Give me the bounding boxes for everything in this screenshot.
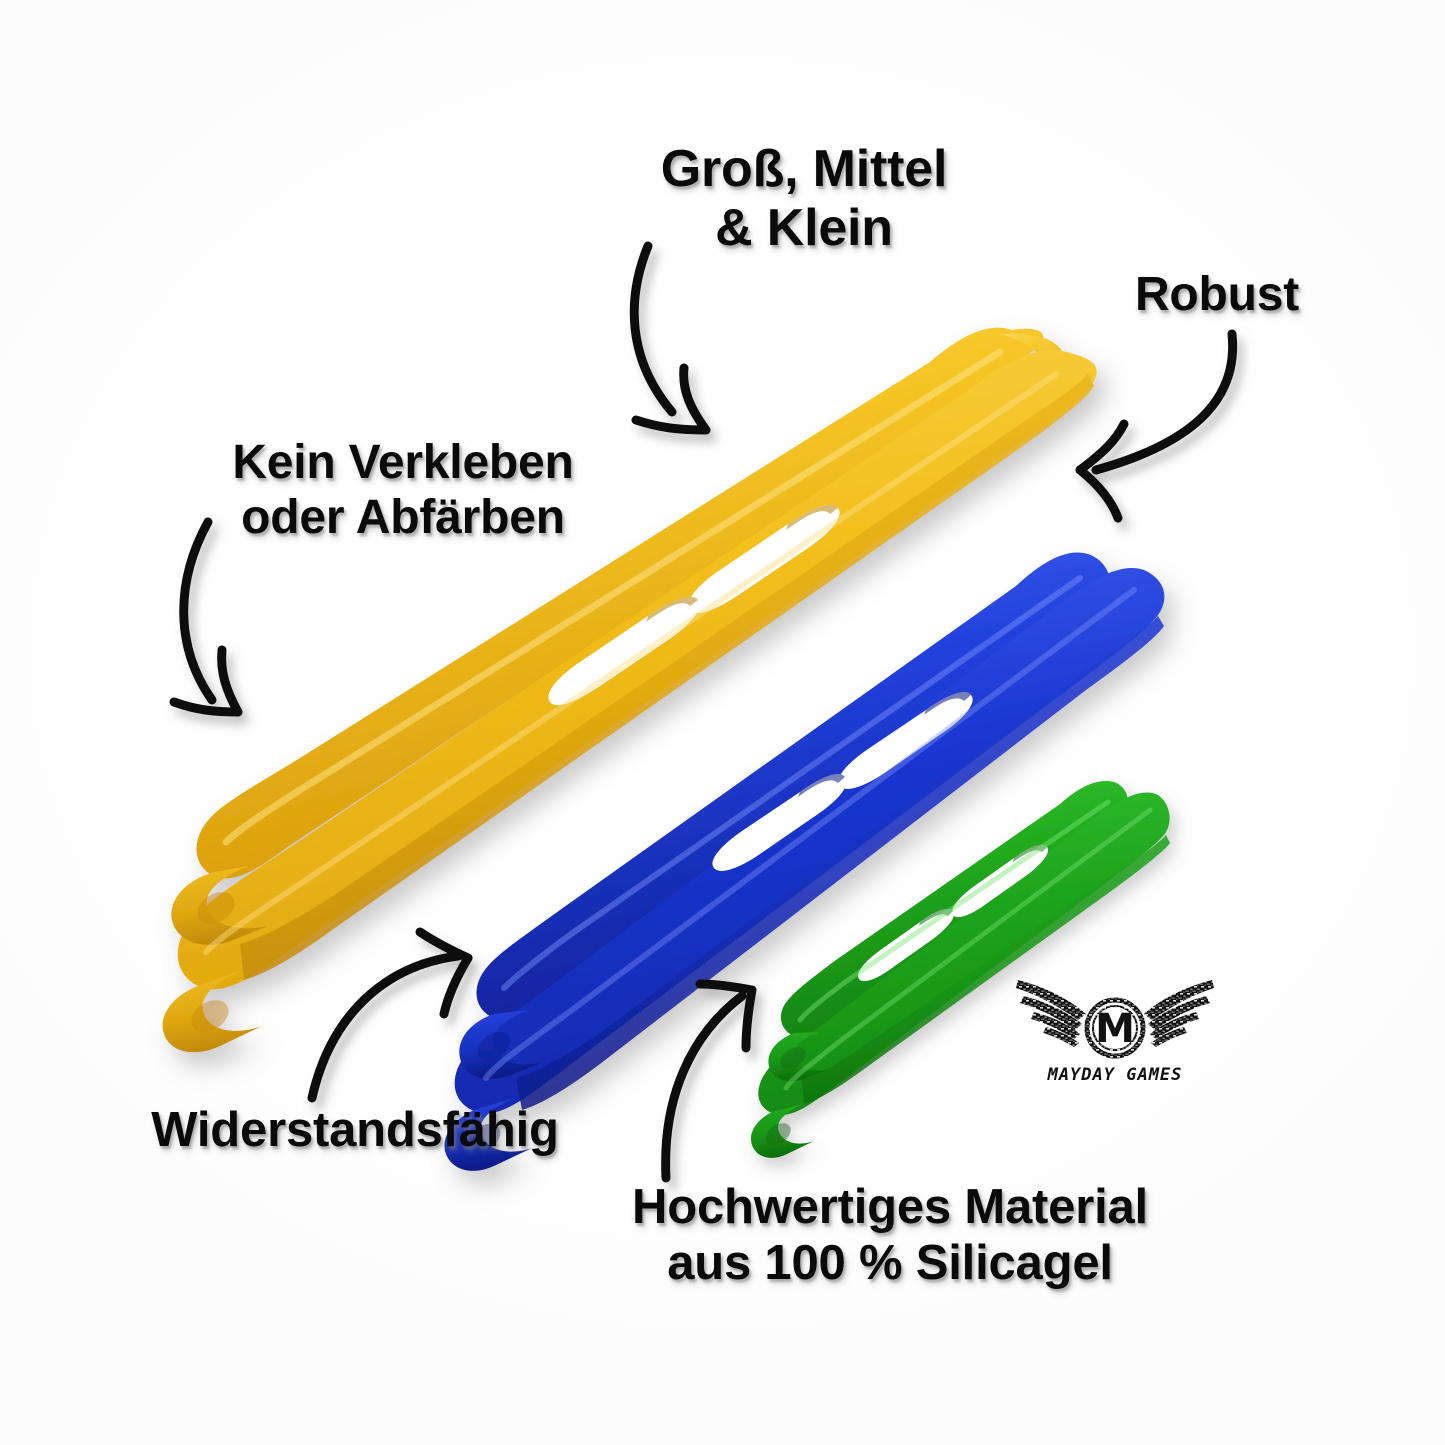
label-material: Hochwertiges Material aus 100 % Silicage… [632, 1180, 1148, 1290]
logo-monogram-letter: M [1095, 1006, 1135, 1052]
arrow-to-robust [1075, 329, 1238, 523]
label-non-stick: Kein Verkleben oder Abfärben [232, 436, 574, 544]
logo-wordmark: MAYDAY GAMES [1047, 1065, 1183, 1085]
arrow-to-band-end [169, 517, 243, 717]
label-robust: Robust [1134, 268, 1300, 321]
mayday-games-logo: M MAYDAY GAMES [1012, 958, 1218, 1086]
logo-mark: M MAYDAY GAMES [1016, 980, 1214, 1085]
arrow-to-small-band [661, 979, 757, 1183]
arrow-to-medium-band [307, 927, 473, 1103]
logo-right-wing [1144, 980, 1214, 1047]
arrow-to-large-band [629, 241, 711, 435]
logo-left-wing [1016, 980, 1086, 1047]
logo-monogram-circle: M [1084, 997, 1146, 1059]
label-durable: Widerstandsfähig [151, 1103, 559, 1157]
label-size: Groß, Mittel & Klein [660, 140, 948, 258]
